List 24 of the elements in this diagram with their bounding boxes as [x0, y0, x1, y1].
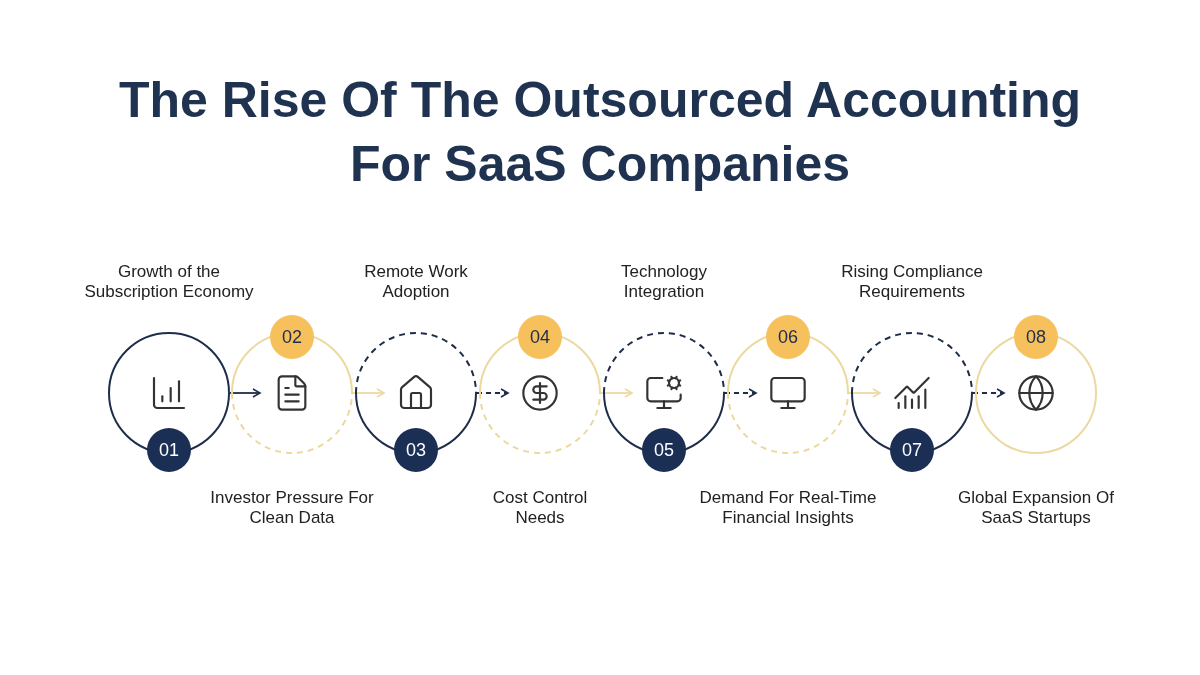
step-title: Demand For Real-Time Financial Insights	[698, 488, 878, 528]
step-number-badge: 01	[147, 428, 191, 472]
step-title: Remote Work Adoption	[363, 262, 469, 302]
step-number-badge: 02	[270, 315, 314, 359]
arrow	[724, 388, 757, 398]
arrow	[848, 388, 881, 398]
step-number-badge: 08	[1014, 315, 1058, 359]
arrow	[352, 388, 385, 398]
step-number-badge: 05	[642, 428, 686, 472]
arrow	[476, 388, 509, 398]
title: The Rise Of The Outsourced Accounting For SaaS Companies	[117, 71, 1083, 194]
step-title: Cost Control Needs	[491, 488, 589, 528]
step-title: Rising Compliance Requirements	[840, 262, 984, 302]
step-title: Global Expansion Of SaaS Startups	[957, 488, 1115, 528]
arrow	[972, 388, 1005, 398]
arrow	[229, 388, 261, 398]
step-number-badge: 06	[766, 315, 810, 359]
step-title: Investor Pressure For Clean Data	[209, 488, 375, 528]
step-number-badge: 03	[394, 428, 438, 472]
step-title: Technology Integration	[620, 262, 708, 302]
step-number-badge: 04	[518, 315, 562, 359]
step-number-badge: 07	[890, 428, 934, 472]
arrow	[600, 388, 633, 398]
step-title: Growth of the Subscription Economy	[83, 262, 255, 302]
